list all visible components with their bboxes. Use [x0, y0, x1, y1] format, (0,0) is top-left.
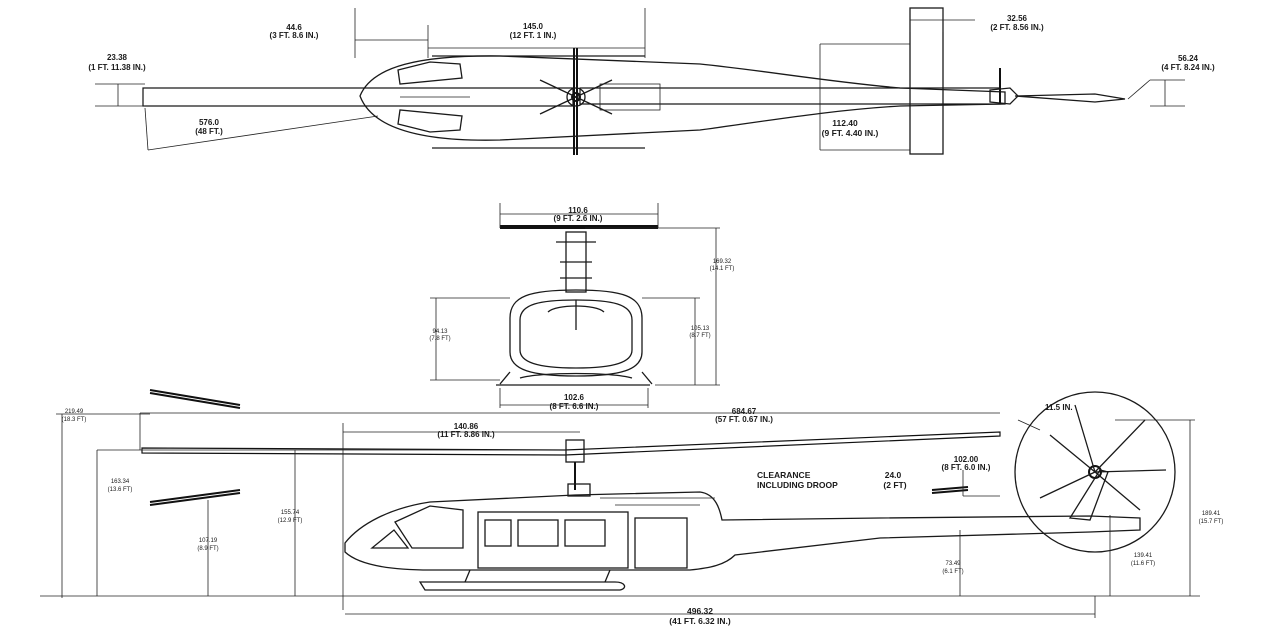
top-fuselage-outline	[359, 55, 1006, 141]
dim-23-38-imperial: (1 FT. 11.38 IN.)	[88, 63, 146, 72]
dim-112-40-imperial: (9 FT. 4.40 IN.)	[822, 128, 879, 138]
dim-219-49-value: 219.49	[65, 409, 84, 415]
dim-94-13-value: 94.13	[432, 329, 448, 335]
dim-107-19-imperial: (8.9 FT)	[197, 546, 218, 552]
dim-102-6-value: 102.6	[564, 393, 585, 402]
side-blade-droop-left-upper	[149, 389, 241, 406]
dim-155-74-imperial: (12.9 FT)	[278, 518, 303, 524]
top-main-rotor-blade-fwd	[142, 87, 574, 107]
top-main-rotor-blade-aft	[579, 87, 1001, 105]
dim-102-00-imperial: (8 FT. 6.0 IN.)	[942, 463, 991, 472]
side-view: 219.49 (18.3 FT) 684.67 (57 FT. 0.67 IN.…	[40, 389, 1224, 626]
front-fuselage-outline	[509, 289, 643, 377]
side-blade-droop-left-lower	[149, 492, 241, 506]
rotor-hub-icon	[566, 87, 586, 107]
dim-110-6-imperial: (9 FT. 2.6 IN.)	[554, 214, 603, 223]
dim-139-41-imperial: (11.6 FT)	[1131, 561, 1155, 567]
dim-684-67-imperial: (57 FT. 0.67 IN.)	[715, 415, 773, 424]
top-tail-rotor-blade	[1014, 93, 1126, 103]
dim-44-6-imperial: (3 FT. 8.6 IN.)	[270, 31, 319, 40]
dim-684-67-value: 684.67	[732, 407, 757, 416]
front-view: 110.6 (9 FT. 2.6 IN.) 169.32 (14.1 FT) 9…	[429, 203, 734, 411]
dim-110-6-value: 110.6	[568, 206, 588, 215]
dim-576-0-value: 576.0	[199, 118, 220, 127]
dim-73-49-imperial: (6.1 FT)	[942, 569, 963, 575]
top-cockpit-windows	[397, 61, 463, 85]
side-blade-droop-right	[931, 486, 969, 491]
clearance-note-line1: CLEARANCE	[757, 470, 811, 480]
dim-496-32-imperial: (41 FT. 6.32 IN.)	[669, 616, 731, 626]
side-cockpit-window	[394, 505, 464, 549]
top-view: 44.6 (3 FT. 8.6 IN.) 145.0 (12 FT. 1 IN.…	[88, 7, 1215, 155]
dim-44-6-value: 44.6	[286, 23, 302, 32]
clearance-note-line2: INCLUDING DROOP	[757, 480, 838, 490]
dim-105-13-imperial: (8.7 FT)	[689, 333, 710, 339]
dim-105-13-value: 105.13	[691, 326, 710, 332]
dim-32-56-value: 32.56	[1007, 14, 1028, 23]
dim-155-74-value: 155.74	[281, 510, 300, 516]
side-vertical-fin	[1068, 469, 1109, 521]
dim-24-0-value: 24.0	[885, 470, 902, 480]
dim-163-34-value: 163.34	[111, 479, 130, 485]
dim-169-32-imperial: (14.1 FT)	[710, 266, 735, 272]
dim-107-19-value: 107.19	[199, 538, 218, 544]
dim-56-24-imperial: (4 FT. 8.24 IN.)	[1161, 63, 1215, 72]
dim-102-6-imperial: (8 FT. 6.6 IN.)	[550, 402, 599, 411]
dim-219-49-imperial: (18.3 FT)	[62, 417, 87, 423]
dim-23-38-value: 23.38	[107, 53, 128, 62]
dim-496-32-value: 496.32	[687, 606, 713, 616]
dim-189-41-value: 189.41	[1202, 511, 1221, 517]
dim-140-86-value: 140.86	[454, 422, 479, 431]
dim-32-56-imperial: (2 FT. 8.56 IN.)	[990, 23, 1044, 32]
dim-145-0-imperial: (12 FT. 1 IN.)	[510, 31, 557, 40]
dim-140-86-imperial: (11 FT. 8.86 IN.)	[437, 430, 495, 439]
dim-189-41-imperial: (15.7 FT)	[1199, 519, 1224, 525]
side-cabin-door	[477, 511, 629, 569]
dim-112-40-value: 112.40	[832, 118, 858, 128]
landing-skid-icon	[496, 371, 653, 386]
side-landing-skid	[418, 581, 626, 591]
dim-56-24-value: 56.24	[1178, 54, 1199, 63]
dim-169-32-value: 169.32	[713, 259, 732, 265]
dim-576-0-imperial: (48 FT.)	[195, 127, 223, 136]
dim-139-41-value: 139.41	[1134, 553, 1153, 559]
dim-94-13-imperial: (7.8 FT)	[429, 336, 450, 342]
dim-24-0-imperial: (2 FT)	[883, 480, 906, 490]
dim-145-0-value: 145.0	[523, 22, 544, 31]
top-horizontal-stabilizer	[909, 7, 944, 155]
tail-rotor-icon	[1014, 391, 1176, 553]
side-main-rotor-blade	[141, 431, 1001, 456]
dim-102-00-value: 102.00	[954, 455, 979, 464]
dim-163-34-imperial: (13.6 FT)	[108, 487, 133, 493]
dim-73-49-value: 73.49	[945, 561, 961, 567]
side-fuselage-outline	[344, 491, 1141, 571]
dim-11-5: 11.5 IN.	[1045, 403, 1073, 412]
